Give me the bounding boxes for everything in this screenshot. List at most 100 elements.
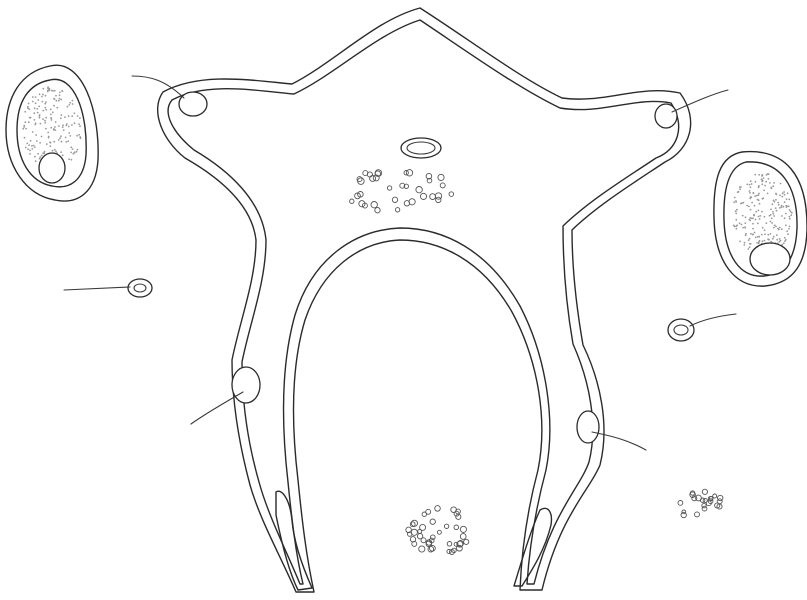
stipple-dot: [739, 188, 741, 190]
stipple-dot: [758, 174, 760, 176]
stipple-dot: [775, 199, 777, 201]
stipple-dot: [733, 201, 735, 203]
stipple-dot: [772, 213, 774, 215]
stipple-dot: [772, 211, 774, 213]
stipple-dot: [748, 219, 750, 221]
stipple-dot: [35, 96, 37, 98]
stipple-dot: [74, 151, 76, 153]
stipple-dot: [767, 193, 769, 195]
stipple-dot: [60, 151, 62, 153]
stipple-dot: [48, 136, 50, 138]
stipple-dot: [56, 107, 58, 109]
stipple-dot: [743, 244, 745, 246]
leader-free-left: [64, 287, 130, 290]
stipple-dot: [31, 148, 33, 150]
stipple-dot: [44, 103, 46, 105]
stipple-dot: [45, 95, 47, 97]
leader-top-left: [132, 76, 184, 98]
nucleus-top-left: [179, 92, 207, 116]
stipple-dot: [735, 210, 737, 212]
stipple-dot: [33, 112, 35, 114]
stipple-dot: [45, 128, 47, 130]
granule: [404, 201, 409, 206]
granule: [420, 193, 426, 199]
stipple-dot: [79, 136, 81, 138]
stipple-dot: [744, 222, 746, 224]
stipple-dot: [58, 125, 60, 127]
stipple-dot: [781, 228, 783, 230]
granule: [438, 174, 444, 180]
stipple-dot: [68, 126, 70, 128]
stipple-dot: [28, 121, 30, 123]
stipple-dot: [35, 102, 37, 104]
stipple-dot: [751, 183, 753, 185]
stipple-dot: [737, 191, 739, 193]
stipple-dot: [24, 137, 26, 139]
stipple-dot: [60, 135, 62, 137]
stipple-dot: [778, 204, 780, 206]
stipple-dot: [47, 132, 49, 134]
stipple-dot: [754, 205, 756, 207]
stipple-dot: [755, 211, 757, 213]
stipple-dot: [74, 112, 76, 114]
stipple-dot: [72, 148, 74, 150]
stipple-dot: [750, 243, 752, 245]
stipple-dot: [784, 217, 786, 219]
granule: [695, 512, 700, 517]
leader-right-arm: [592, 432, 646, 450]
granule: [435, 506, 441, 512]
stipple-dot: [778, 229, 780, 231]
stipple-dot: [773, 236, 775, 238]
stipple-dot: [49, 145, 51, 147]
main-cell-inner-wall: [168, 20, 679, 584]
nucleus-right-oval: [750, 243, 790, 275]
stipple-dot: [762, 198, 764, 200]
granule: [375, 208, 380, 213]
stipple-dot: [42, 88, 44, 90]
stipple-dot: [745, 233, 747, 235]
stipple-dot: [741, 224, 743, 226]
nucleus-left-oval: [39, 153, 65, 183]
stipple-dot: [39, 158, 41, 160]
stipple-dot: [736, 224, 738, 226]
stipple-dot: [751, 202, 753, 204]
stipple-dot: [47, 86, 49, 88]
stipple-dot: [45, 117, 47, 119]
granule: [417, 534, 422, 539]
stipple-dot: [757, 223, 759, 225]
stipple-dot: [733, 225, 735, 227]
granule: [419, 546, 425, 552]
stipple-dot: [786, 198, 788, 200]
stipple-dot: [72, 103, 74, 105]
stipple-dot: [50, 108, 52, 110]
stipple-dot: [39, 142, 41, 144]
stipple-dot: [33, 145, 35, 147]
stipple-dot: [776, 210, 778, 212]
stipple-dot: [742, 227, 744, 229]
stipple-dot: [759, 240, 761, 242]
stipple-dot: [44, 122, 46, 124]
stipple-dot: [68, 158, 70, 160]
granule: [395, 208, 399, 212]
stipple-dot: [61, 90, 63, 92]
stipple-dot: [58, 139, 60, 141]
stipple-dot: [79, 117, 81, 119]
granule: [460, 534, 466, 540]
stipple-dot: [77, 149, 79, 151]
stipple-dot: [752, 223, 754, 225]
stipple-dot: [69, 135, 71, 137]
stipple-dot: [50, 127, 52, 129]
stipple-dot: [780, 183, 782, 185]
stipple-dot: [736, 209, 738, 211]
stipple-dot: [743, 202, 745, 204]
stipple-dot: [735, 219, 737, 221]
stipple-dot: [24, 111, 26, 113]
stipple-dot: [779, 207, 781, 209]
stipple-dot: [50, 117, 52, 119]
granule-cluster-bottom-center: [406, 506, 469, 555]
stipple-dot: [71, 124, 73, 126]
stipple-dot: [30, 140, 32, 142]
stipple-dot: [70, 152, 72, 154]
stipple-dot: [42, 101, 44, 103]
stipple-dot: [25, 128, 27, 130]
